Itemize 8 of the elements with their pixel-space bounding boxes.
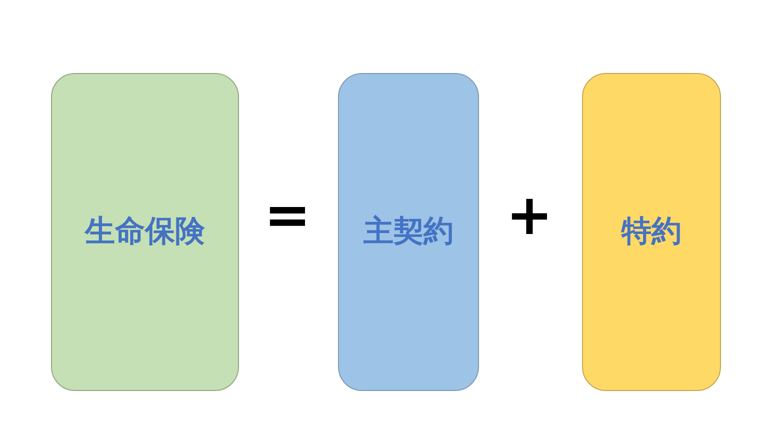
- box-label: 生命保険: [85, 214, 205, 250]
- box-label: 主契約: [364, 214, 454, 250]
- rounded-box: [51, 73, 239, 391]
- box-label: 特約: [622, 214, 682, 250]
- plus-sign: +: [506, 188, 553, 244]
- rounded-box: [582, 73, 721, 391]
- rounded-box: [338, 73, 479, 391]
- equals-sign: =: [264, 188, 311, 244]
